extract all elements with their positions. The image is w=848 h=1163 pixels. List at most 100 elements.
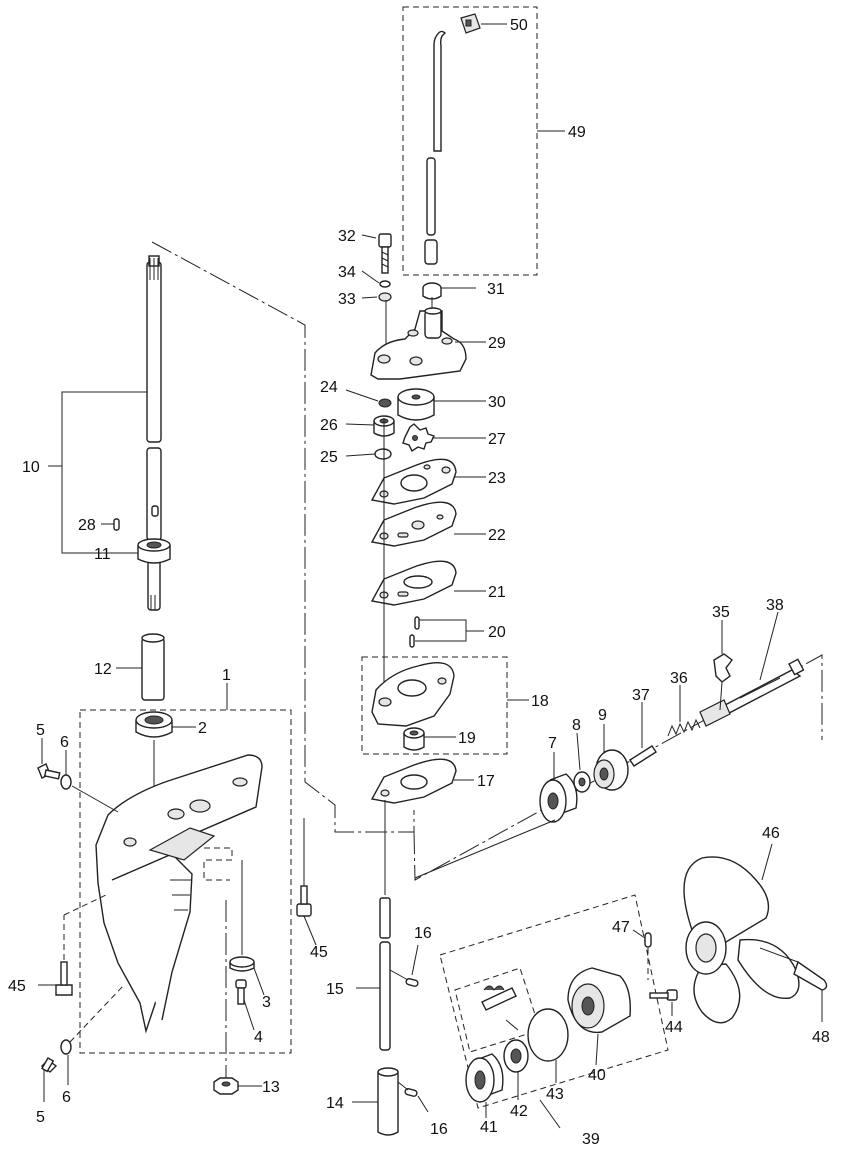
washer-3	[229, 956, 255, 972]
bolt-44	[649, 989, 678, 1001]
callout-37: 37	[632, 687, 650, 704]
callout-1: 1	[222, 667, 231, 684]
callout-46: 46	[762, 825, 780, 842]
bushing-19	[403, 727, 425, 751]
nut-13	[213, 1077, 239, 1095]
callout-27: 27	[488, 431, 506, 448]
callout-20: 20	[488, 624, 506, 641]
callout-22: 22	[488, 527, 506, 544]
dowel-pins-20	[409, 616, 420, 648]
shift-cam-14	[377, 1067, 399, 1136]
callout-45-left: 45	[8, 978, 26, 995]
drive-shaft-10	[146, 255, 162, 611]
callout-12: 12	[94, 661, 112, 678]
callout-28: 28	[78, 517, 96, 534]
propeller-46	[683, 856, 800, 1024]
callout-15: 15	[326, 981, 344, 998]
gear-9	[593, 749, 629, 791]
callout-41: 41	[480, 1119, 498, 1136]
inner-dash	[203, 847, 233, 881]
grommet-50	[460, 13, 481, 34]
callout-44: 44	[665, 1019, 683, 1036]
pin-16-top	[405, 977, 419, 987]
callout-17: 17	[477, 773, 495, 790]
callout-10: 10	[22, 459, 40, 476]
callout-6-top: 6	[60, 734, 69, 751]
bolt-32	[378, 233, 392, 274]
callout-9: 9	[598, 707, 607, 724]
callout-39: 39	[582, 1131, 600, 1148]
shift-cam-detail	[481, 985, 517, 1011]
callout-2: 2	[198, 720, 207, 737]
callout-23: 23	[488, 470, 506, 487]
callout-18: 18	[531, 693, 549, 710]
callout-49: 49	[568, 124, 586, 141]
washer-6-top	[60, 774, 72, 790]
callout-47: 47	[612, 919, 630, 936]
bolt-4	[235, 979, 247, 1005]
callout-14: 14	[326, 1095, 344, 1112]
plate-22	[370, 501, 457, 547]
oring-25	[374, 448, 392, 460]
callout-19: 19	[458, 730, 476, 747]
group-box-lower-case	[79, 709, 292, 1054]
oring-43	[527, 1008, 569, 1062]
callout-35: 35	[712, 604, 730, 621]
callout-38: 38	[766, 597, 784, 614]
pin-37	[629, 745, 657, 767]
bearing-7	[539, 773, 578, 823]
bolt-5-bottom	[40, 1057, 58, 1073]
group-box-shift-rod	[402, 6, 538, 276]
callout-25: 25	[320, 449, 338, 466]
callout-43: 43	[546, 1086, 564, 1103]
shift-rod-49	[424, 30, 446, 265]
group-box-shift-cam	[454, 967, 541, 1053]
washer-33	[378, 292, 392, 302]
bolt-5-top	[37, 763, 61, 780]
callout-30: 30	[488, 394, 506, 411]
callout-labels: 50 49 32 34 33 31 29 24 30 26 27 25 23 1…	[8, 17, 830, 1148]
cotter-pin-48	[793, 960, 828, 991]
bearing-41	[465, 1053, 504, 1103]
pin-47	[644, 932, 652, 948]
callout-16-bottom: 16	[430, 1121, 448, 1138]
bolt-45-right	[296, 885, 312, 917]
pump-base-18	[371, 662, 455, 727]
callout-45-right: 45	[310, 944, 328, 961]
propeller-shaft-38	[699, 658, 805, 727]
callout-31: 31	[487, 281, 505, 298]
oring-24	[378, 398, 392, 408]
callout-7: 7	[548, 735, 557, 752]
clutch-35	[713, 653, 733, 683]
group-box-water-pump-housing	[361, 656, 508, 755]
seal-42	[503, 1039, 529, 1073]
pin-28	[113, 518, 120, 531]
callout-5-top: 5	[36, 722, 45, 739]
gasket-17	[370, 758, 457, 804]
callout-34: 34	[338, 264, 356, 281]
spacer-8	[573, 771, 591, 793]
callout-5-bottom: 5	[36, 1109, 45, 1126]
pin-16-bottom	[404, 1087, 418, 1097]
callout-13: 13	[262, 1079, 280, 1096]
washer-6-bottom	[60, 1039, 72, 1055]
callout-24: 24	[320, 379, 338, 396]
group-box-propeller-shaft-housing	[439, 894, 669, 1109]
sleeve-12	[141, 633, 165, 701]
gear-case-1	[95, 754, 263, 1034]
callout-42: 42	[510, 1103, 528, 1120]
housing-40	[567, 967, 631, 1034]
callout-4: 4	[254, 1029, 263, 1046]
impeller-27	[402, 423, 435, 453]
spring-washer-34	[379, 280, 391, 288]
leader-39	[539, 1099, 561, 1129]
seal-31	[422, 282, 442, 300]
callout-8: 8	[572, 717, 581, 734]
spring-36	[667, 718, 701, 737]
callout-11: 11	[94, 546, 111, 563]
callout-48: 48	[812, 1029, 830, 1046]
callout-26: 26	[320, 417, 338, 434]
callout-36: 36	[670, 670, 688, 687]
bearing-2	[135, 711, 173, 738]
